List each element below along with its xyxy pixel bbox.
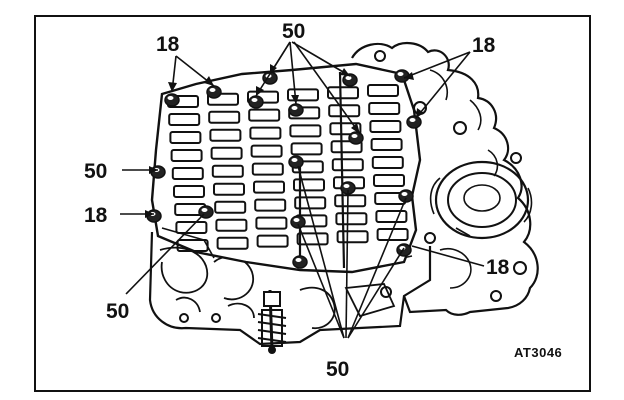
leader-lines <box>120 41 485 339</box>
figure-frame <box>34 15 591 392</box>
grid-slot <box>256 234 289 248</box>
grid-slot <box>293 178 325 192</box>
grid-slot <box>373 174 405 187</box>
grid-slot <box>211 164 244 178</box>
figure-code: AT3046 <box>514 345 562 360</box>
grid-slot <box>334 194 367 208</box>
grid-slot <box>336 230 369 244</box>
grid-slot <box>330 140 363 154</box>
bolt-head <box>290 215 306 229</box>
callout-bottom-center: 50 <box>326 358 349 381</box>
grid-slot <box>253 180 285 194</box>
case-bolt <box>453 121 467 135</box>
bolt-head <box>342 73 358 87</box>
grid-slot <box>173 185 205 198</box>
leader-line <box>125 213 205 295</box>
leader-line <box>297 223 345 339</box>
case-bolt <box>374 50 386 62</box>
bolt-head <box>348 131 364 145</box>
grid-slot <box>375 210 408 223</box>
bolt-head <box>164 93 180 107</box>
grid-slot <box>289 124 322 138</box>
leader-line <box>297 165 345 339</box>
grid-slot <box>209 128 242 142</box>
body-bolt <box>211 313 221 323</box>
callout-top-center: 50 <box>282 20 305 43</box>
grid-slot <box>248 108 281 122</box>
grid-slot <box>294 196 327 210</box>
grid-slot <box>255 216 288 230</box>
grid-slot <box>249 126 282 140</box>
grid-slot <box>168 113 201 126</box>
leader-line <box>345 189 349 339</box>
grid-slot <box>216 236 249 250</box>
grid-slot <box>328 104 361 118</box>
grid-slot <box>170 149 203 162</box>
grid-slot <box>254 198 287 212</box>
grid-slot <box>207 92 239 106</box>
leader-line <box>293 41 361 135</box>
grid-slot <box>171 167 204 180</box>
bolt-head <box>248 95 264 109</box>
grid-slot <box>290 142 323 156</box>
bolt-head <box>396 243 412 257</box>
case-bolt <box>490 290 502 302</box>
manual-valve-spring <box>257 289 287 354</box>
grid-slot <box>215 218 248 232</box>
leader-line <box>403 51 471 79</box>
grid-slot <box>208 110 241 124</box>
grid-slot <box>214 200 247 214</box>
upper-valve-body-plate <box>150 62 422 274</box>
callout-left-middle: 50 <box>84 160 107 183</box>
bolt-head <box>288 155 304 169</box>
case-bolt <box>510 152 522 164</box>
leader-line <box>291 41 351 77</box>
leader-line <box>347 197 407 339</box>
leader-line <box>415 51 471 119</box>
grid-slot <box>175 221 208 234</box>
grid-slot <box>371 156 404 169</box>
grid-slot <box>335 212 368 226</box>
callout-bottom-left: 50 <box>106 300 129 323</box>
bolt-head <box>398 189 414 203</box>
grid-slot <box>329 122 362 136</box>
callout-top-left: 18 <box>156 33 180 56</box>
callout-top-right: 18 <box>472 34 496 57</box>
arrowheads <box>145 64 424 218</box>
case-bolt <box>424 232 436 244</box>
grid-slot <box>287 88 319 102</box>
callout-left-lower: 18 <box>84 204 108 227</box>
grid-slot <box>296 232 329 246</box>
grid-slot <box>251 162 284 176</box>
bolt-head <box>288 103 304 117</box>
leader-line <box>289 41 297 105</box>
grid-slot <box>370 138 403 151</box>
grid-slot <box>331 158 364 172</box>
grid-slot <box>210 146 243 160</box>
bolt-head <box>292 255 308 269</box>
grid-slot <box>169 131 202 144</box>
body-bolt <box>179 313 189 323</box>
leader-line <box>347 247 405 339</box>
callout-right-lower: 18 <box>486 256 510 279</box>
grid-slot <box>327 86 359 100</box>
leader-line <box>411 245 485 267</box>
pump-boss-inner <box>447 172 517 228</box>
case-bolt <box>513 261 527 275</box>
callouts: 18 50 18 50 18 50 18 50 <box>84 20 510 381</box>
grid-slot <box>250 144 283 158</box>
grid-slot <box>368 102 401 115</box>
grid-slot <box>367 84 399 97</box>
bolt-head <box>262 71 278 85</box>
grid-slot <box>369 120 402 133</box>
grid-slot <box>213 182 245 196</box>
pump-boss <box>434 160 530 240</box>
bolt-head <box>406 115 422 129</box>
bolt-head <box>206 85 222 99</box>
